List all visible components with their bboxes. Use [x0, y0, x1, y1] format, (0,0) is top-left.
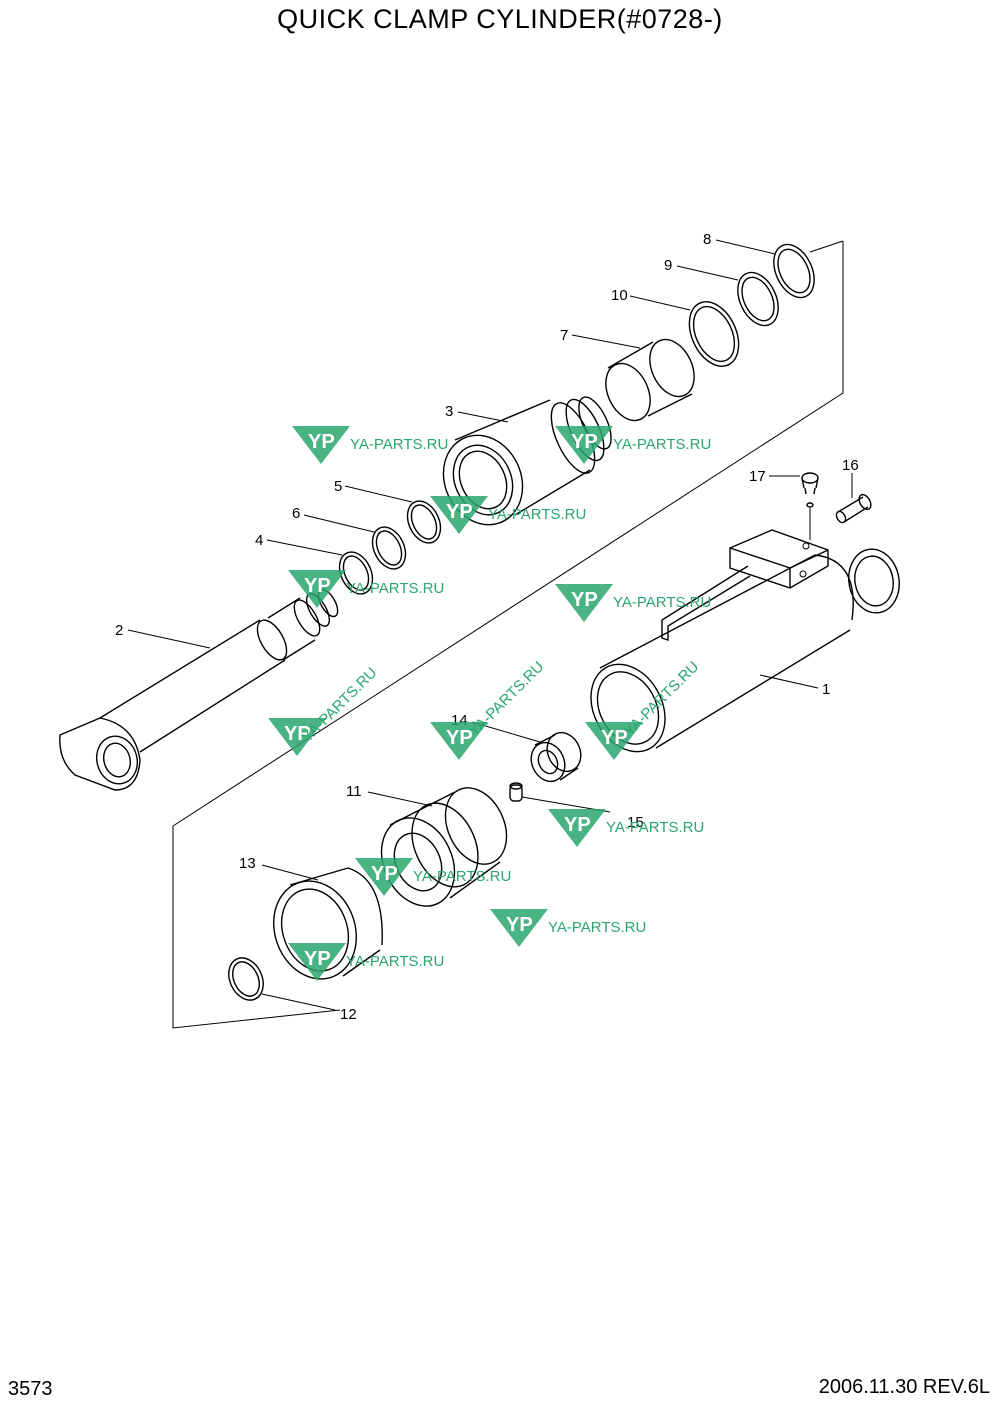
watermark-logo-letters: YP — [564, 814, 591, 836]
watermark-logo-letters: YP — [571, 431, 598, 453]
watermark-text: YA-PARTS.RU — [466, 658, 548, 740]
callout-12: 12 — [340, 1006, 357, 1023]
callout-1: 1 — [822, 681, 830, 698]
part-10-ring — [688, 301, 740, 367]
callout-13: 13 — [239, 855, 256, 872]
leader-lines — [127, 239, 853, 1011]
part-6-ring — [371, 526, 407, 570]
callout-11: 11 — [346, 783, 362, 800]
callout-3: 3 — [445, 403, 453, 420]
watermark-logo-letters: YP — [601, 727, 628, 749]
kit-boundary-edge — [809, 240, 844, 253]
watermark-logo-letters: YP — [371, 863, 398, 885]
watermark-text: YA-PARTS.RU — [299, 664, 381, 746]
watermark-text: YA-PARTS.RU — [346, 953, 444, 970]
part-17-bolt — [801, 472, 819, 540]
part-15-pin — [509, 782, 523, 802]
watermark-text: YA-PARTS.RU — [606, 819, 704, 836]
watermark-text: YA-PARTS.RU — [346, 580, 444, 597]
callout-15: 15 — [627, 814, 644, 831]
watermark-text: YA-PARTS.RU — [548, 919, 646, 936]
watermark-logo-letters: YP — [304, 948, 331, 970]
watermark-logo-letters: YP — [304, 575, 331, 597]
watermark-text: YA-PARTS.RU — [488, 506, 586, 523]
watermark-logo-letters: YP — [506, 914, 533, 936]
watermark-logo-letters: YP — [284, 723, 311, 745]
callout-4: 4 — [255, 532, 263, 549]
part-4-ring — [338, 551, 374, 595]
revision-date: 2006.11.30 REV.6L — [818, 1376, 990, 1398]
page-title: QUICK CLAMP CYLINDER(#0728-) — [277, 4, 723, 34]
callout-9: 9 — [664, 257, 672, 274]
part-1-cylinder-tube — [590, 529, 900, 753]
part-7-bushing — [605, 338, 695, 422]
callout-2: 2 — [115, 622, 123, 639]
watermark-logo-letters: YP — [571, 589, 598, 611]
watermark-text: YA-PARTS.RU — [613, 594, 711, 611]
watermark-6: YP YA-PARTS.RU — [268, 664, 380, 756]
watermark-logo-letters: YP — [446, 501, 473, 523]
watermark-10: YP YA-PARTS.RU — [355, 858, 511, 896]
part-13-cushion-ring — [273, 867, 383, 980]
callout-16: 16 — [842, 457, 859, 474]
callout-7: 7 — [560, 327, 568, 344]
watermark-1: YP YA-PARTS.RU — [292, 426, 448, 464]
part-5-ring — [406, 500, 442, 544]
watermark-logo-letters: YP — [308, 431, 335, 453]
part-14-bushing — [530, 731, 582, 783]
callout-8: 8 — [703, 231, 711, 248]
part-8-ring — [773, 243, 815, 299]
callout-5: 5 — [334, 478, 342, 495]
watermark-9: YP YA-PARTS.RU — [548, 809, 704, 847]
watermark-logo-letters: YP — [446, 727, 473, 749]
watermark-text: YA-PARTS.RU — [413, 868, 511, 885]
callout-10: 10 — [611, 287, 628, 304]
watermark-text: YA-PARTS.RU — [350, 436, 448, 453]
watermark-2: YP YA-PARTS.RU — [555, 426, 711, 464]
watermark-5: YP YA-PARTS.RU — [555, 584, 711, 622]
part-11-piston — [380, 787, 508, 907]
part-9-ring — [737, 271, 779, 327]
watermark-text: YA-PARTS.RU — [613, 436, 711, 453]
watermark-12: YP YA-PARTS.RU — [288, 943, 444, 981]
watermark-11: YP YA-PARTS.RU — [490, 909, 646, 947]
kit-boundary — [172, 241, 844, 1029]
callout-6: 6 — [292, 505, 300, 522]
page-number: 3573 — [8, 1378, 53, 1400]
part-12-ring — [228, 957, 264, 1001]
watermark-4: YP YA-PARTS.RU — [288, 570, 444, 608]
part-2-piston-rod — [59, 588, 339, 791]
callout-17: 17 — [749, 468, 766, 485]
watermark-7: YP YA-PARTS.RU — [430, 658, 547, 760]
watermark-3: YP YA-PARTS.RU — [430, 496, 586, 534]
part-16-fitting — [835, 493, 872, 524]
